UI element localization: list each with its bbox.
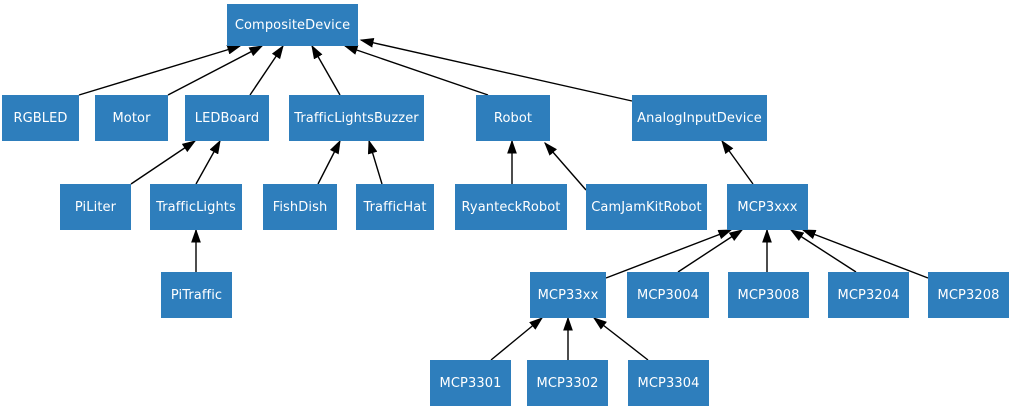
class-node-label: MCP3004 (637, 287, 699, 303)
class-node-label: TrafficLightsBuzzer (294, 110, 419, 126)
inheritance-arrow (801, 229, 929, 279)
class-node-label: Robot (493, 110, 533, 126)
class-node-label: MCP3302 (536, 375, 599, 391)
class-node-pitraffic[interactable]: PiTraffic (161, 272, 232, 318)
class-node-trafficlights[interactable]: TrafficLights (150, 184, 242, 230)
class-node-label: PiTraffic (170, 287, 223, 303)
inheritance-arrow (195, 139, 221, 185)
class-node-trafficlightsbuzzer[interactable]: TrafficLightsBuzzer (289, 95, 424, 141)
inheritance-arrow (789, 229, 857, 273)
inheritance-arrow (343, 45, 489, 96)
class-node-compositedevice[interactable]: CompositeDevice (227, 4, 358, 46)
inheritance-arrow (490, 317, 544, 361)
inheritance-arrow (367, 139, 383, 185)
inheritance-arrow (249, 44, 284, 96)
class-node-label: TrafficHat (363, 199, 427, 215)
class-node-label: LEDBoard (194, 110, 260, 126)
inheritance-arrow (311, 44, 341, 96)
class-node-robot[interactable]: Robot (476, 95, 550, 141)
class-node-label: MCP3xxx (737, 199, 798, 215)
class-node-label: CamJamKitRobot (591, 199, 702, 215)
class-node-label: Motor (112, 110, 151, 126)
class-node-label: FishDish (272, 199, 328, 215)
class-node-label: CompositeDevice (234, 17, 351, 33)
inheritance-arrow (605, 229, 733, 279)
class-node-label: AnalogInputDevice (637, 110, 762, 126)
class-node-label: RyanteckRobot (461, 199, 561, 215)
class-node-camjamkitrobot[interactable]: CamJamKitRobot (586, 184, 707, 230)
class-node-mcp3208[interactable]: MCP3208 (928, 272, 1009, 318)
class-node-mcp3204[interactable]: MCP3204 (828, 272, 909, 318)
class-node-motor[interactable]: Motor (95, 95, 168, 141)
inheritance-arrow (544, 141, 587, 191)
class-node-label: MCP3008 (737, 287, 800, 303)
class-node-analoginputdevice[interactable]: AnalogInputDevice (632, 95, 767, 141)
class-node-label: RGBLED (13, 110, 68, 126)
class-node-label: MCP33xx (537, 287, 599, 303)
class-node-traffichat[interactable]: TrafficHat (356, 184, 434, 230)
class-node-mcp3008[interactable]: MCP3008 (728, 272, 809, 318)
inheritance-arrow (677, 229, 744, 273)
class-node-fishdish[interactable]: FishDish (263, 184, 337, 230)
class-node-label: MCP3304 (637, 375, 700, 391)
class-node-piliter[interactable]: PiLiter (60, 184, 131, 230)
class-node-mcp3xxx[interactable]: MCP3xxx (727, 184, 808, 230)
inheritance-arrow (130, 140, 197, 185)
class-node-mcp3304[interactable]: MCP3304 (628, 360, 709, 406)
inheritance-arrow (359, 37, 633, 102)
class-node-label: TrafficLights (156, 199, 236, 215)
class-node-mcp3301[interactable]: MCP3301 (430, 360, 511, 406)
class-node-label: MCP3208 (937, 287, 1000, 303)
class-node-label: MCP3301 (439, 375, 502, 391)
class-node-ledboard[interactable]: LEDBoard (185, 95, 269, 141)
inheritance-arrow (592, 317, 649, 361)
class-node-label: PiLiter (74, 199, 117, 215)
inheritance-arrow (167, 45, 264, 96)
class-node-ryanteckrobot[interactable]: RyanteckRobot (455, 184, 567, 230)
inheritance-arrow (317, 139, 341, 185)
class-node-mcp3004[interactable]: MCP3004 (627, 272, 709, 318)
inheritance-arrow (721, 139, 754, 185)
inheritance-arrow (78, 44, 242, 96)
class-node-label: MCP3204 (837, 287, 900, 303)
class-node-mcp33xx[interactable]: MCP33xx (530, 272, 606, 318)
class-node-rgbled[interactable]: RGBLED (2, 95, 79, 141)
class-node-mcp3302[interactable]: MCP3302 (527, 360, 608, 406)
